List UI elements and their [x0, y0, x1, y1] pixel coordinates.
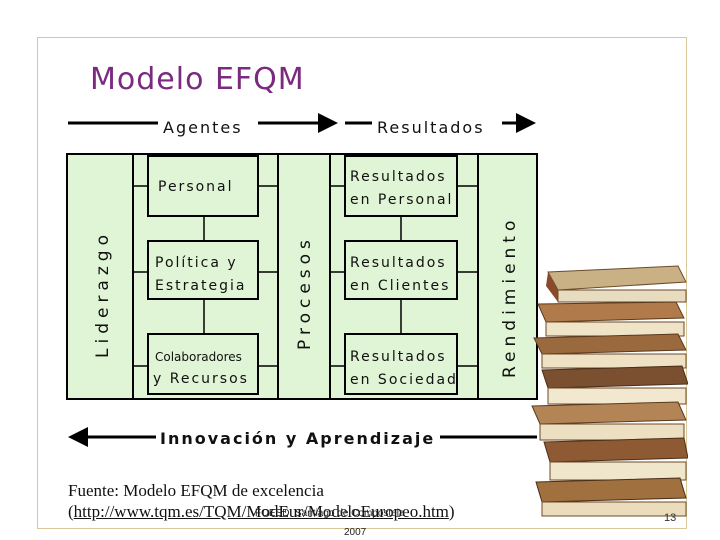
agentes-label: Agentes [163, 118, 243, 137]
source-link[interactable]: http://www.tqm.es/TQM/ModEur/ModeloEurop… [73, 502, 449, 521]
source-close-paren: ) [448, 502, 455, 521]
source-citation: Fuente: Modelo EFQM de excelencia (http:… [68, 480, 455, 522]
resultados-sociedad-box [344, 333, 458, 395]
innovacion-label: Innovación y Aprendizaje [160, 429, 435, 448]
footer-year: 2007 [344, 527, 367, 538]
politica-label-1: Política y [155, 255, 238, 271]
page-number: 13 [664, 512, 677, 524]
liderazgo-label: Liderazgo [93, 230, 113, 358]
personal-label: Personal [158, 179, 234, 195]
resultados-clientes-label-1: Resultados [350, 255, 447, 271]
rendimiento-box [477, 153, 538, 400]
bottom-arrow [68, 427, 537, 447]
procesos-label: Procesos [295, 235, 315, 350]
politica-box [147, 240, 259, 300]
source-line-2: (http://www.tqm.es/TQM/ModEur/ModeloEuro… [68, 501, 455, 522]
arrow-head-right-icon [516, 113, 536, 133]
personal-box [147, 155, 259, 217]
arrow-head-left-icon [68, 427, 88, 447]
source-line-1: Fuente: Modelo EFQM de excelencia [68, 481, 324, 500]
resultados-label: Resultados [377, 118, 485, 137]
colaboradores-label-2: y Recursos [153, 371, 249, 387]
colaboradores-label-1: Colaboradores [155, 350, 242, 364]
resultados-sociedad-label-1: Resultados [350, 349, 447, 365]
resultados-personal-label-2: en Personal [350, 192, 453, 208]
liderazgo-box [66, 153, 134, 400]
resultados-personal-label-1: Resultados [350, 169, 447, 185]
resultados-sociedad-label-2: en Sociedad [350, 372, 458, 388]
resultados-clientes-label-2: en Clientes [350, 278, 450, 294]
politica-label-2: Estrategia [155, 278, 246, 294]
rendimiento-label: Rendimiento [500, 216, 520, 378]
top-arrows [68, 113, 536, 133]
source-open-paren: ( [68, 502, 74, 521]
slide-title: Modelo EFQM [90, 62, 305, 97]
procesos-box [277, 153, 331, 400]
resultados-clientes-box [344, 240, 458, 300]
footer-text: FOESD. Santiago de Compostela [255, 508, 405, 519]
resultados-personal-box [344, 155, 458, 217]
arrow-head-right-icon [318, 113, 338, 133]
books-illustration [531, 265, 688, 517]
colaboradores-box [147, 333, 259, 395]
books-icon [531, 265, 688, 517]
